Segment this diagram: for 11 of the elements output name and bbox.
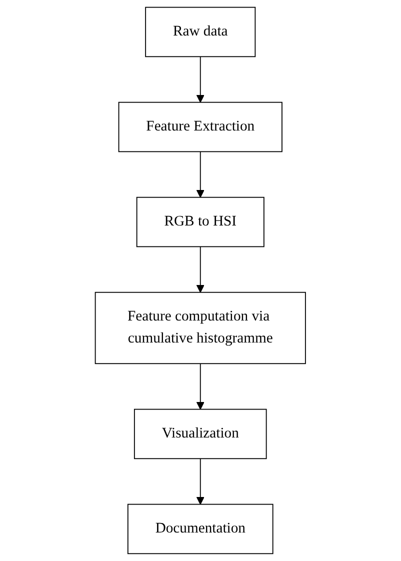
arrow <box>196 246 205 293</box>
node-box: Documentation <box>128 504 274 554</box>
node-box: Raw data <box>145 6 256 58</box>
arrow <box>196 56 205 103</box>
node-box: Visualization <box>134 408 267 460</box>
arrow <box>196 458 205 505</box>
node-box: RGB to HSI <box>136 196 265 248</box>
node-box: Feature Extraction <box>118 102 283 152</box>
arrow <box>196 151 205 198</box>
arrow <box>196 363 205 410</box>
node-box: Feature computation via cumulative histogramme <box>94 292 306 364</box>
